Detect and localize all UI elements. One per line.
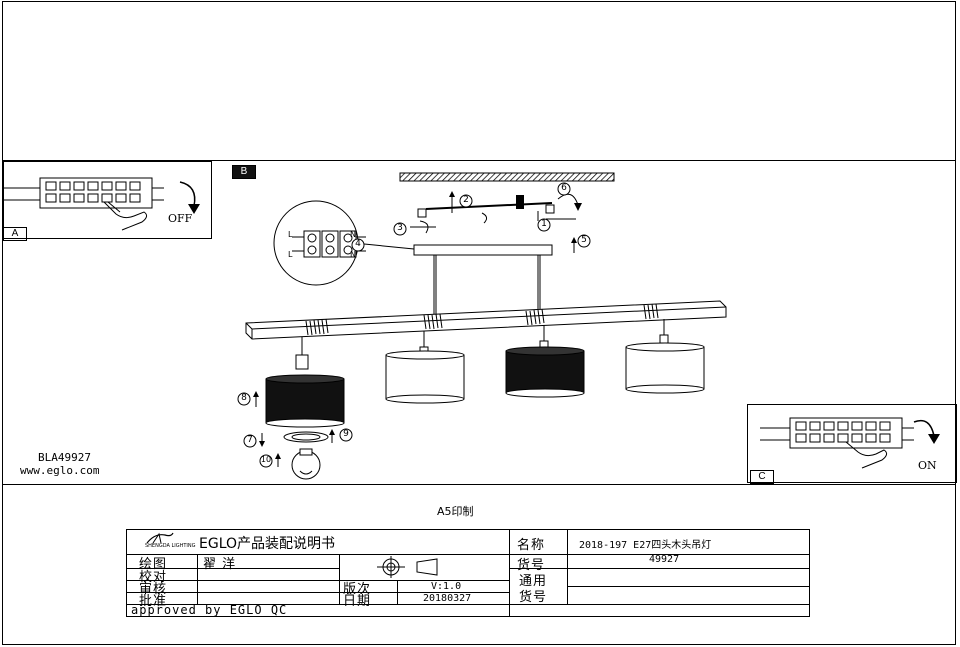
document-heading: EGLO产品装配说明书	[199, 536, 336, 552]
step-3: 3	[397, 223, 403, 233]
logo-text: SHENGDA LIGHTING	[145, 543, 196, 549]
name-value: 2018-197 E27四头木头吊灯	[579, 540, 712, 551]
on-label: ON	[918, 459, 937, 472]
version-label: 版次	[343, 582, 372, 597]
breaker-off-illustration	[4, 177, 200, 231]
model-number: BLA49927	[38, 451, 91, 464]
general-label-2: 货号	[519, 590, 548, 605]
assembly-diagram	[237, 172, 727, 480]
section-a-tag: A	[3, 227, 27, 241]
step-6: 6	[561, 183, 567, 193]
drawn-value: 翟 洋	[203, 557, 237, 572]
section-b-tag: B	[232, 165, 256, 179]
step-8: 8	[241, 393, 247, 403]
general-label-1: 通用	[519, 574, 548, 589]
print-size-label: A5印制	[437, 505, 474, 518]
date-value: 20180327	[423, 593, 472, 604]
version-value: V:1.0	[431, 581, 462, 592]
section-c-tag: C	[750, 470, 774, 484]
step-4: 4	[355, 239, 361, 249]
bottom-divider	[2, 484, 956, 485]
terminal-n-bottom: N	[350, 250, 356, 259]
off-label: OFF	[168, 212, 193, 225]
date-label: 日期	[343, 594, 372, 609]
terminal-l-top: L	[288, 230, 293, 239]
name-label: 名称	[517, 538, 546, 553]
check-label: 校对	[139, 570, 168, 585]
approve-label: 批准	[139, 594, 168, 609]
section-a-panel	[3, 161, 212, 239]
step-1: 1	[541, 219, 547, 229]
step-2: 2	[463, 195, 469, 205]
step-9: 9	[343, 429, 349, 439]
breaker-on-illustration	[760, 417, 940, 469]
terminal-n-top: N	[350, 230, 356, 239]
approved-by: approved by EGLO QC	[131, 603, 288, 617]
drawn-label: 绘图	[139, 557, 168, 572]
step-7: 7	[247, 435, 253, 445]
projection-symbol-icon	[377, 556, 438, 578]
item-no-label: 货号	[517, 558, 546, 573]
review-label: 审核	[139, 582, 168, 597]
shade-1	[265, 374, 345, 428]
top-divider	[2, 160, 956, 161]
website: www.eglo.com	[20, 464, 100, 477]
eglo-logo-icon	[146, 532, 174, 544]
item-no-value: 49927	[649, 554, 680, 565]
section-c-panel	[747, 404, 957, 483]
title-block: SHENGDA LIGHTING EGLO产品装配说明书 名称 2018-197…	[126, 529, 810, 617]
step-5: 5	[581, 235, 587, 245]
step-10: 10	[260, 455, 272, 464]
terminal-l-bottom: L	[288, 250, 293, 259]
